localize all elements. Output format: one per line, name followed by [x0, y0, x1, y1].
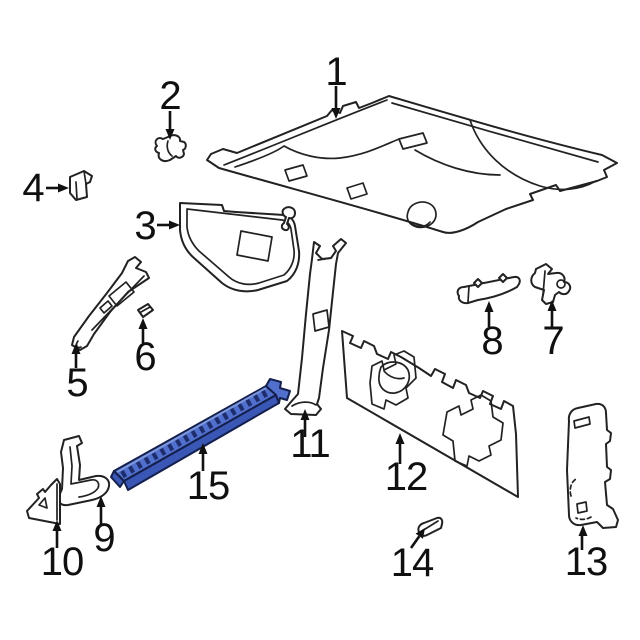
callout-5: 5 [66, 361, 88, 405]
callout-9-arrow [96, 496, 106, 525]
part-1-visor-cutout-left [284, 164, 308, 182]
callout-8: 8 [481, 319, 503, 363]
part-13-rear-pillar-trim [566, 402, 619, 529]
part-4-fold-line [75, 170, 87, 200]
part-13-hidden-line-b [575, 516, 592, 521]
part-7-knob [556, 279, 566, 289]
part-15-highlight-line [116, 387, 267, 473]
part-2-fold-line [166, 140, 173, 157]
callout-1-arrow [331, 86, 341, 119]
callout-7: 7 [542, 319, 564, 363]
part-8-outline [456, 275, 521, 305]
part-13-hidden-line-a [569, 478, 577, 497]
part-11-belt-slot [312, 309, 330, 332]
part-13-slot [573, 416, 591, 429]
part-6-fold-line [140, 306, 151, 313]
part-5-clip-hole [99, 300, 113, 314]
part-11-b-pillar-trim [284, 238, 347, 416]
callout-6: 6 [134, 335, 156, 379]
part-6-clip [137, 303, 154, 318]
callout-9: 9 [93, 516, 115, 560]
callout-14: 14 [390, 541, 434, 585]
part-12-back-panel-trim [341, 330, 519, 498]
part-12-jack-recess [378, 361, 411, 394]
part-1-crease-mid [414, 149, 501, 176]
callout-11-arrow [300, 409, 310, 437]
callout-10: 10 [40, 540, 84, 584]
callout-13: 13 [564, 540, 608, 584]
part-1-front-lip [223, 99, 388, 166]
part-7-retainer [530, 263, 572, 305]
part-15-end-bracket [265, 378, 291, 404]
callout-3: 3 [134, 204, 156, 248]
part-7-outline [530, 263, 572, 305]
part-1-right-lip [391, 102, 599, 163]
part-1-visor-cutout-mid [346, 182, 368, 200]
part-3-outline [179, 202, 301, 293]
part-11-neck-line [317, 257, 332, 261]
part-8-cap-line [467, 285, 470, 303]
part-9-outline [57, 435, 111, 507]
part-13-clip-square [576, 501, 588, 514]
callout-10-arrow [52, 520, 62, 548]
callout-5-arrow [71, 343, 81, 368]
part-1-crease-right [469, 119, 597, 191]
callout-4: 4 [22, 166, 44, 210]
part-1-headliner [206, 95, 618, 234]
part-10-outline [26, 478, 61, 525]
part-5-a-pillar-trim [71, 256, 150, 351]
part-1-crease-left [234, 138, 400, 168]
callout-14-arrow [409, 528, 425, 549]
part-9-inner-line [69, 446, 100, 498]
callout-4-arrow [46, 183, 69, 193]
part-12-cutout-left [369, 350, 417, 410]
part-12-jack-line [383, 370, 405, 380]
part-15-sill-plate-highlighted [110, 378, 291, 491]
callout-15: 15 [186, 464, 230, 508]
part-10-hole [38, 497, 48, 509]
callout-8-arrow [484, 301, 494, 327]
part-6-outline [137, 303, 154, 318]
part-8-visor-support [456, 273, 521, 305]
part-8-tab-right [498, 273, 508, 283]
callout-11: 11 [290, 422, 331, 466]
callout-6-arrow [138, 318, 148, 343]
callout-12: 12 [384, 455, 428, 499]
part-2-clip [154, 134, 187, 163]
part-3-inner-line [186, 208, 295, 286]
part-3-sun-visor [179, 202, 301, 293]
part-4-clip [69, 170, 93, 201]
part-10-kick-panel [26, 478, 61, 525]
callout-7-arrow [547, 300, 557, 327]
callout-1: 1 [325, 50, 347, 94]
part-1-outline [206, 95, 618, 234]
part-5-grab-recess [108, 281, 135, 307]
part-3-mirror [236, 230, 273, 262]
part-2-outline [154, 134, 187, 163]
part-13-outline [566, 402, 619, 529]
part-3-pivot-hook [280, 206, 296, 232]
part-12-cutout-right [442, 394, 504, 467]
part-8-tab-left [473, 278, 483, 288]
part-11-outline [284, 238, 347, 416]
callout-2-arrow [165, 111, 175, 140]
callout-15-arrow [198, 443, 208, 471]
part-5-edge-line [91, 275, 145, 331]
callout-2: 2 [159, 74, 181, 118]
part-1-dome-inner [411, 221, 431, 228]
part-7-fold-line [542, 270, 546, 296]
part-1-dome-cutout [406, 201, 437, 229]
part-11-base-line [291, 401, 317, 407]
part-4-outline [69, 170, 93, 201]
callout-3-arrow [157, 220, 180, 230]
callout-12-arrow [395, 433, 405, 464]
part-1-console-slot [398, 132, 428, 150]
callout-13-arrow [578, 525, 588, 550]
callout-arrows [46, 86, 588, 550]
part-15-ribs [120, 388, 270, 479]
